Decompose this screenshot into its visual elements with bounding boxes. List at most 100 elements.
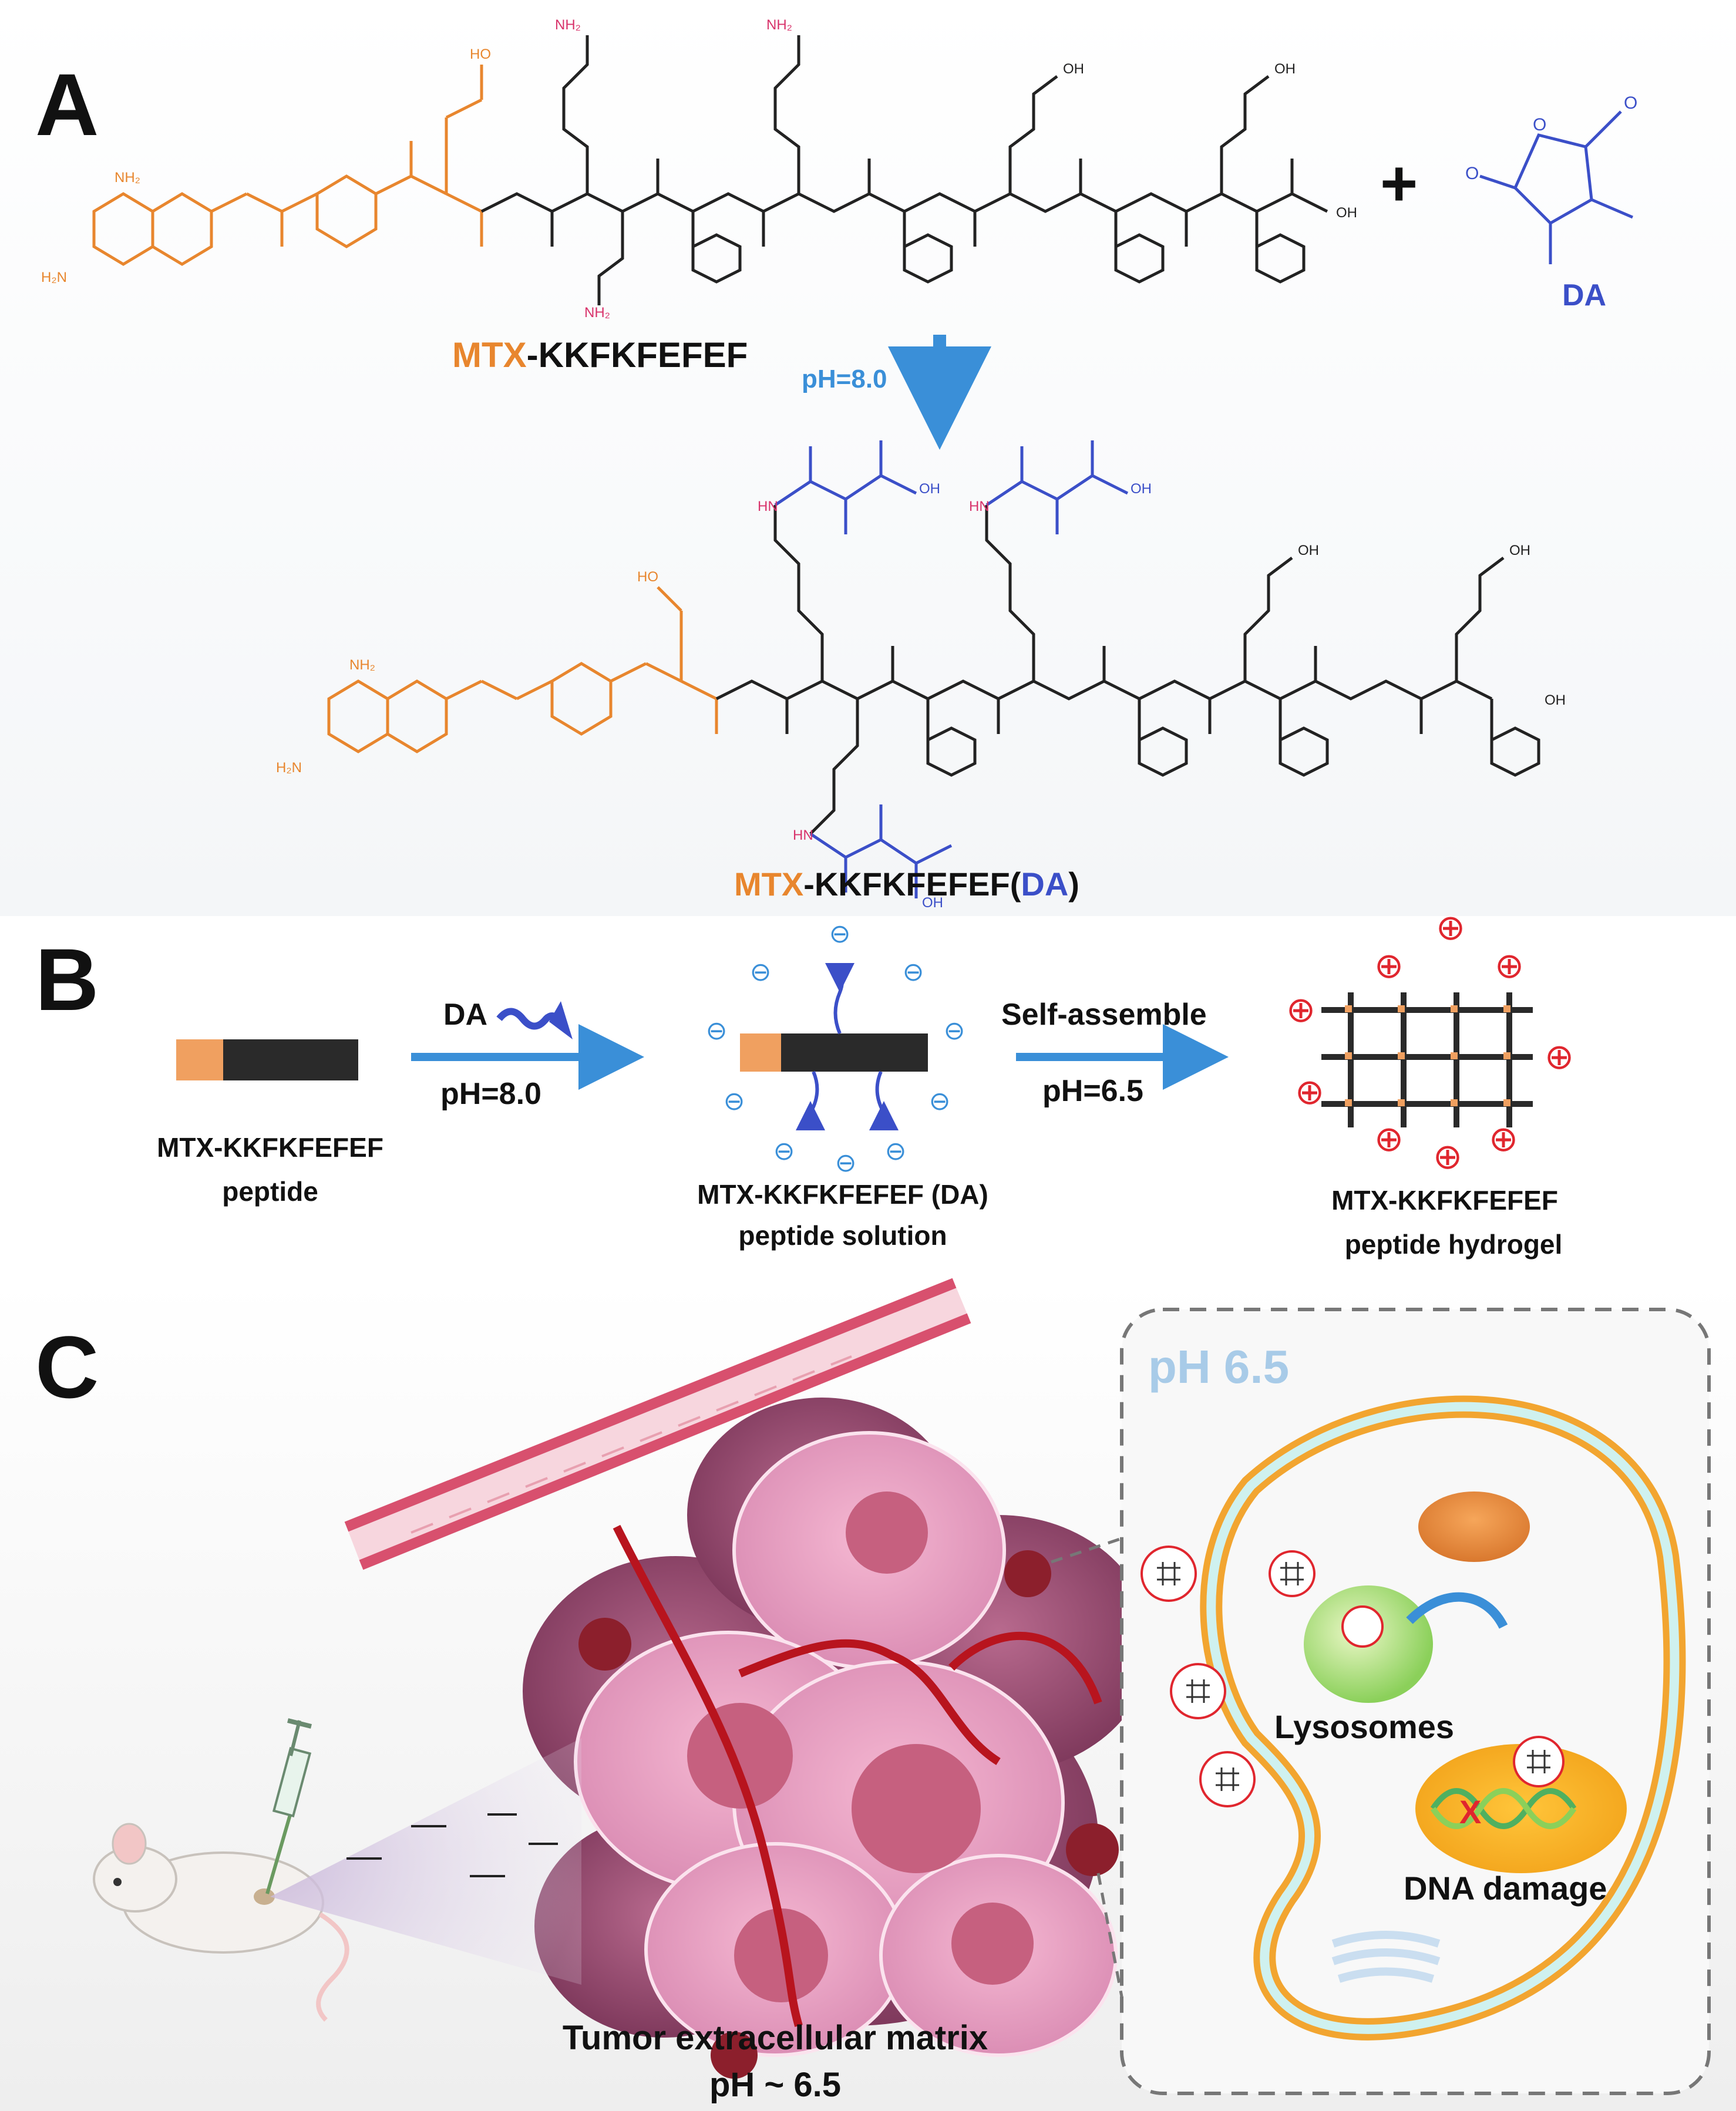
- svg-text:⊕: ⊕: [1489, 1119, 1518, 1159]
- item1-line2: peptide: [222, 1176, 318, 1207]
- tumor-label-line2: pH ~ 6.5: [709, 2066, 841, 2104]
- svg-text:OH: OH: [1509, 543, 1530, 558]
- svg-text:NH₂: NH₂: [584, 305, 610, 321]
- panel-b: B MTX-KKFKFEFEF peptide DA pH=8.0 ⊖ ⊖: [35, 908, 1574, 1260]
- mouse-icon: [93, 1823, 349, 2022]
- lysosomes-label: Lysosomes: [1274, 1708, 1454, 1745]
- dna-x-mark: X: [1459, 1793, 1481, 1830]
- product-atom-labels: NH₂ H₂N HO HN HN HN OH OH OH OH OH OH: [276, 481, 1566, 911]
- svg-text:OH: OH: [922, 895, 943, 911]
- svg-text:HO: HO: [637, 569, 658, 585]
- svg-text:O: O: [1624, 93, 1637, 113]
- svg-text:HN: HN: [793, 827, 813, 843]
- item3-line1: MTX-KKFKFEFEF: [1331, 1185, 1558, 1216]
- hydrogel-particles: [1140, 1546, 1565, 1807]
- syringe-icon: [265, 1718, 312, 1894]
- plus-sign: +: [1380, 147, 1418, 220]
- inset-panel: pH 6.5 X Lysosomes: [1051, 1308, 1711, 2095]
- svg-text:OH: OH: [1131, 481, 1152, 497]
- da-structure: [1479, 110, 1633, 264]
- svg-text:OH: OH: [919, 481, 940, 497]
- da-triangle-icon: [549, 1001, 573, 1039]
- svg-text:NH₂: NH₂: [555, 17, 581, 33]
- item1-line1: MTX-KKFKFEFEF: [157, 1132, 383, 1163]
- item2-line1: MTX-KKFKFEFEF (DA): [697, 1179, 988, 1210]
- svg-text:HN: HN: [969, 499, 990, 514]
- hydrogel-particle-grids: [1157, 1562, 1550, 1791]
- peptide-bar-1: [176, 1039, 358, 1080]
- svg-text:⊖: ⊖: [835, 1149, 857, 1177]
- tumor-label-line1: Tumor extracellular matrix: [563, 2019, 988, 2057]
- spray-cone: [270, 1738, 581, 1985]
- svg-text:⊖: ⊖: [929, 1087, 951, 1116]
- svg-text:⊖: ⊖: [706, 1016, 728, 1045]
- svg-text:OH: OH: [1545, 692, 1566, 708]
- svg-text:⊖: ⊖: [829, 920, 851, 948]
- step2-label: Self-assemble: [1001, 998, 1207, 1032]
- positive-charges: ⊕ ⊕ ⊕ ⊕ ⊕ ⊕ ⊕ ⊕ ⊕: [1286, 908, 1574, 1176]
- svg-text:⊖: ⊖: [885, 1137, 907, 1166]
- svg-text:HN: HN: [758, 499, 778, 514]
- panel-b-letter: B: [35, 930, 99, 1029]
- dna-damage-label: DNA damage: [1404, 1870, 1607, 1907]
- svg-text:OH: OH: [1063, 61, 1084, 77]
- endosome-arc: [1406, 1592, 1508, 1629]
- peptide-particles: [346, 1813, 558, 1877]
- svg-text:⊕: ⊕: [1374, 1119, 1404, 1159]
- tumor-cluster: [523, 1398, 1151, 2079]
- da-atom-labels: O O O: [1465, 93, 1637, 183]
- svg-text:O: O: [1465, 164, 1479, 183]
- svg-text:OH: OH: [1274, 61, 1296, 77]
- step1-condition: pH=8.0: [440, 1077, 541, 1111]
- svg-text:⊕: ⊕: [1436, 908, 1465, 947]
- svg-text:⊕: ⊕: [1495, 946, 1524, 985]
- hydrogel-grid: [1321, 992, 1533, 1127]
- svg-text:⊖: ⊖: [944, 1016, 965, 1045]
- svg-text:HO: HO: [470, 46, 491, 62]
- hydrogel-orange-dots: [1345, 1005, 1510, 1106]
- reactant-structure: [92, 35, 1328, 305]
- item3-line2: peptide hydrogel: [1345, 1229, 1563, 1260]
- svg-text:⊖: ⊖: [773, 1137, 795, 1166]
- svg-text:⊖: ⊖: [724, 1087, 745, 1116]
- da-label: DA: [1562, 278, 1606, 312]
- svg-text:OH: OH: [1336, 205, 1357, 221]
- svg-text:OH: OH: [1298, 543, 1319, 558]
- svg-text:H₂N: H₂N: [276, 760, 302, 776]
- panel-a-letter: A: [35, 55, 99, 154]
- da-squiggle-icon: [496, 1008, 561, 1030]
- svg-text:NH₂: NH₂: [115, 170, 140, 186]
- reaction-condition: pH=8.0: [802, 365, 887, 393]
- dna-strand: [1430, 1788, 1577, 1829]
- nucleus: [1415, 1744, 1627, 1873]
- reactant-name: MTX-KKFKFEFEF: [452, 335, 748, 375]
- svg-text:NH₂: NH₂: [766, 17, 792, 33]
- item2-line2: peptide solution: [738, 1220, 947, 1251]
- product-name: MTX-KKFKFEFEF(DA): [734, 866, 1079, 903]
- reactant-atom-labels: NH₂ H₂N HO NH₂ NH₂ NH₂ OH OH OH: [41, 17, 1357, 321]
- product-structure: [327, 440, 1540, 898]
- mitochondrion: [1418, 1491, 1530, 1562]
- svg-text:⊕: ⊕: [1295, 1072, 1324, 1112]
- mtx-pteridine: [92, 65, 483, 266]
- svg-text:⊕: ⊕: [1374, 946, 1404, 985]
- panel-a: A: [0, 0, 1736, 916]
- golgi: [1331, 1931, 1441, 1983]
- svg-text:⊕: ⊕: [1286, 990, 1316, 1029]
- panel-c-letter: C: [35, 1318, 99, 1416]
- blood-vessel: [344, 1278, 971, 1570]
- inset-ph-label: pH 6.5: [1148, 1341, 1289, 1393]
- svg-text:⊕: ⊕: [1433, 1137, 1462, 1176]
- step2-condition: pH=6.5: [1042, 1074, 1143, 1108]
- negative-charges: ⊖ ⊖ ⊖ ⊖ ⊖ ⊖ ⊖ ⊖ ⊖ ⊖: [706, 920, 965, 1177]
- svg-text:⊖: ⊖: [750, 958, 772, 987]
- step1-reagent: DA: [443, 998, 487, 1032]
- svg-text:NH₂: NH₂: [349, 657, 375, 673]
- panel-a-background: [0, 0, 1736, 916]
- panel-c: C: [0, 1278, 1736, 2111]
- svg-text:⊕: ⊕: [1545, 1037, 1574, 1076]
- peptide-solution-graphic: [740, 963, 928, 1130]
- svg-text:O: O: [1533, 115, 1546, 134]
- svg-text:⊖: ⊖: [903, 958, 924, 987]
